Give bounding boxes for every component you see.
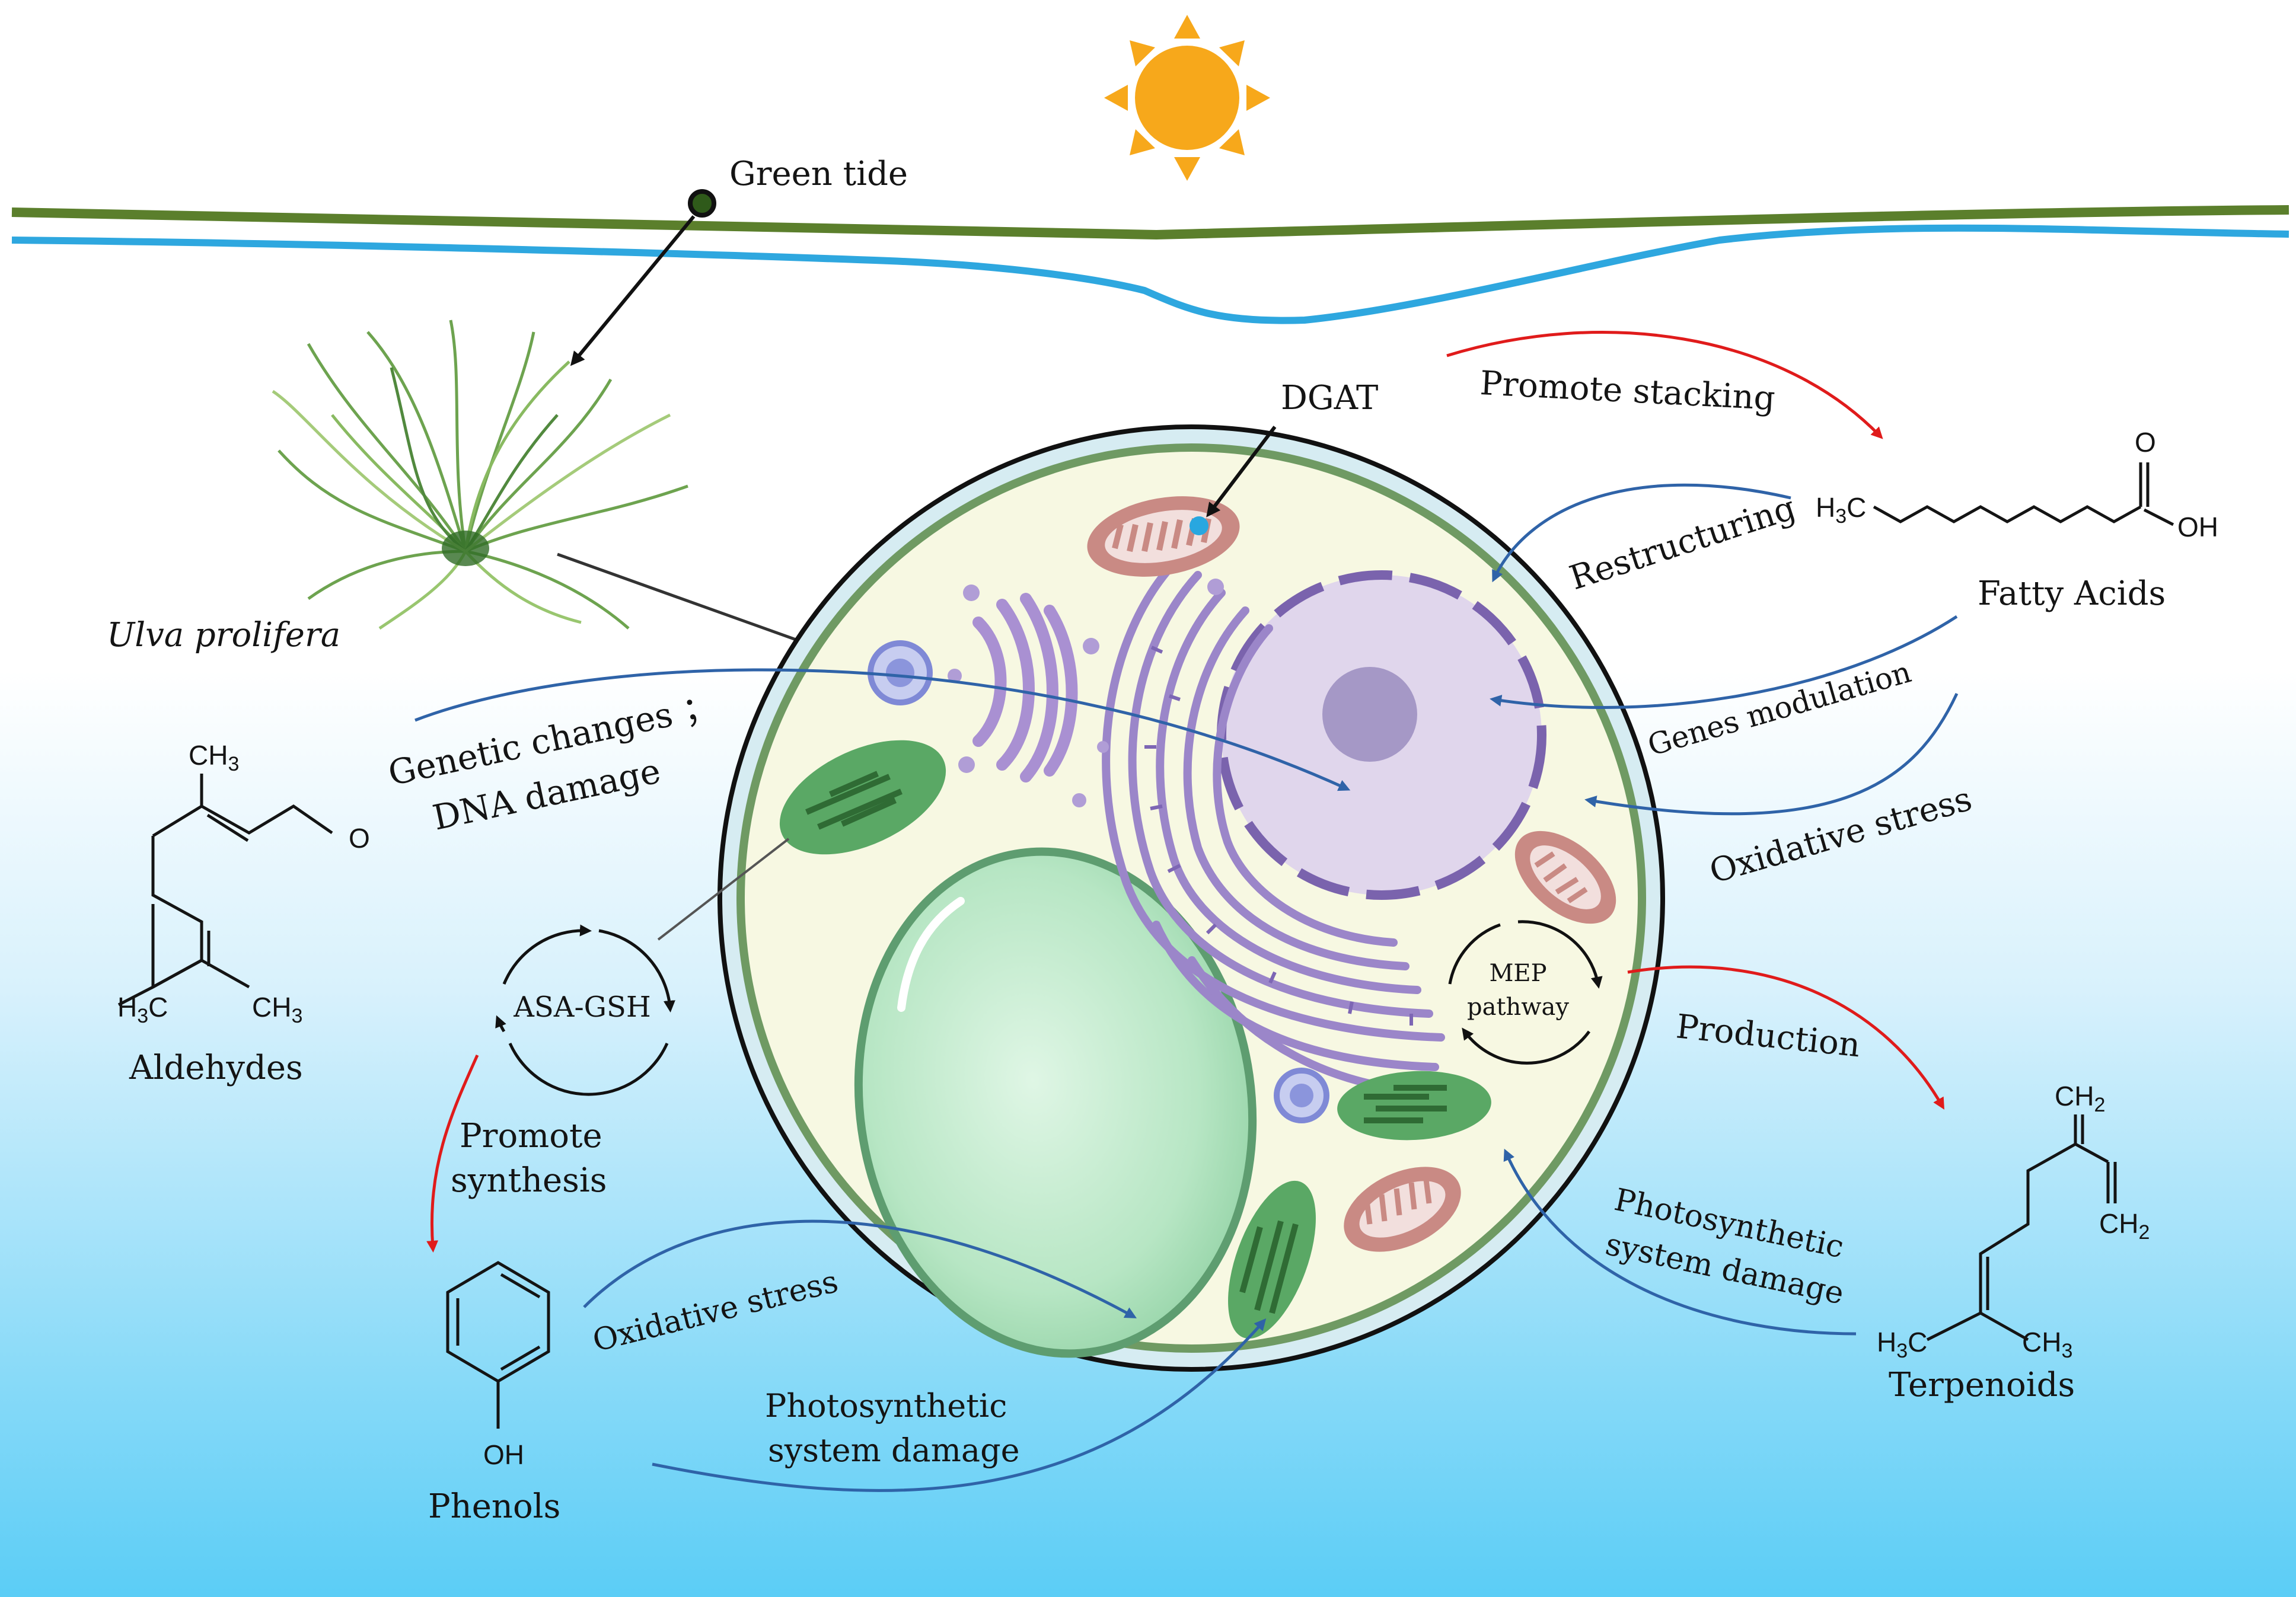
phenol-structure: [446, 1261, 550, 1429]
peroxisome-bottom: [1274, 1068, 1329, 1123]
vesicles: [948, 579, 1224, 807]
genes-modulation-arrow: [1490, 615, 1958, 709]
mep-pathway-cycle: [1448, 920, 1603, 1065]
aldehydes-label: Aldehydes: [129, 1049, 303, 1087]
ald-ch3-bottom: CH3: [252, 992, 302, 1027]
photosynthetic-bottom-arrow: [652, 1318, 1267, 1492]
photosynthetic-bottom-label-1: Photosynthetic: [765, 1387, 1007, 1424]
asa-gsh-link-line: [657, 838, 790, 941]
aldehyde-structure: [117, 774, 333, 1007]
photosynthetic-right-arrow: [1503, 1148, 1857, 1336]
green-tide-label: Green tide: [729, 155, 908, 193]
endoplasmic-reticulum: [1102, 559, 1445, 1095]
fa-o-label: O: [2135, 427, 2156, 458]
mitochondrion-right: [1514, 831, 1616, 924]
synthesis-label: synthesis: [451, 1161, 607, 1200]
asa-gsh-label: ASA-GSH: [513, 991, 651, 1024]
peroxisome-top: [868, 640, 933, 705]
green-tide-line: [11, 205, 2289, 240]
ulva-holdfast: [442, 531, 489, 566]
dgat-arrow: [1206, 426, 1277, 518]
fatty-acids-label: Fatty Acids: [1978, 574, 2166, 613]
chloroplast-bottom: [1228, 1180, 1316, 1339]
fa-oh-label: OH: [2177, 512, 2218, 542]
terpenoid-structure: [1926, 1114, 2117, 1342]
mep-label: MEP: [1489, 960, 1546, 987]
chloroplast-left: [779, 740, 946, 855]
promote-synthesis-arrow: [426, 1054, 479, 1253]
dgat-marker: [1190, 516, 1208, 535]
chloroplast-right: [1337, 1071, 1491, 1141]
production-arrow: [1627, 965, 1944, 1110]
golgi-apparatus: [972, 593, 1078, 782]
fatty-acid-structure: [1873, 462, 2174, 526]
oxidative-stress-left-arrow: [583, 1219, 1137, 1318]
restructuring-arrow: [1492, 483, 1791, 583]
ald-h3c-label: H3C: [117, 992, 168, 1027]
vacuole: [854, 847, 1257, 1358]
asa-gsh-cycle: [495, 924, 675, 1096]
terpenoids-label: Terpenoids: [1889, 1366, 2075, 1404]
terp-ch3-label: CH3: [2022, 1327, 2072, 1362]
photosynthetic-bottom-label-2: system damage: [768, 1432, 1020, 1469]
fa-h3c-label: H3C: [1816, 492, 1866, 528]
plant-cell: [718, 424, 1665, 1372]
green-tide-dot: [688, 189, 716, 218]
promote-label: Promote: [460, 1117, 602, 1155]
ald-ch3-top: CH3: [189, 740, 239, 775]
phenols-label: Phenols: [428, 1487, 560, 1526]
mep-pathway-label: pathway: [1467, 994, 1569, 1021]
oxidative-stress-right-arrow: [1584, 692, 1959, 816]
er-ribosomes: [1144, 646, 1413, 1026]
phenol-oh-label: OH: [483, 1439, 524, 1470]
ulva-label: Ulva prolifera: [107, 616, 340, 654]
terp-ch2-right: CH2: [2099, 1208, 2150, 1244]
vacuole-highlight: [897, 897, 965, 1012]
nucleolus: [1322, 667, 1417, 762]
genetic-changes-arrow: [414, 668, 1351, 791]
dgat-label: DGAT: [1281, 379, 1378, 417]
promote-stacking-arrow: [1446, 331, 1883, 439]
terp-h3c-label: H3C: [1877, 1327, 1927, 1362]
ald-o-label: O: [349, 823, 370, 854]
terp-ch2-top: CH2: [2055, 1081, 2105, 1116]
ulva-to-cell-line: [557, 552, 798, 642]
mitochondrion-bottom: [1344, 1167, 1461, 1252]
sun-icon: [1104, 15, 1270, 181]
water-surface-line: [11, 224, 2289, 324]
green-tide-arrow: [570, 215, 696, 366]
